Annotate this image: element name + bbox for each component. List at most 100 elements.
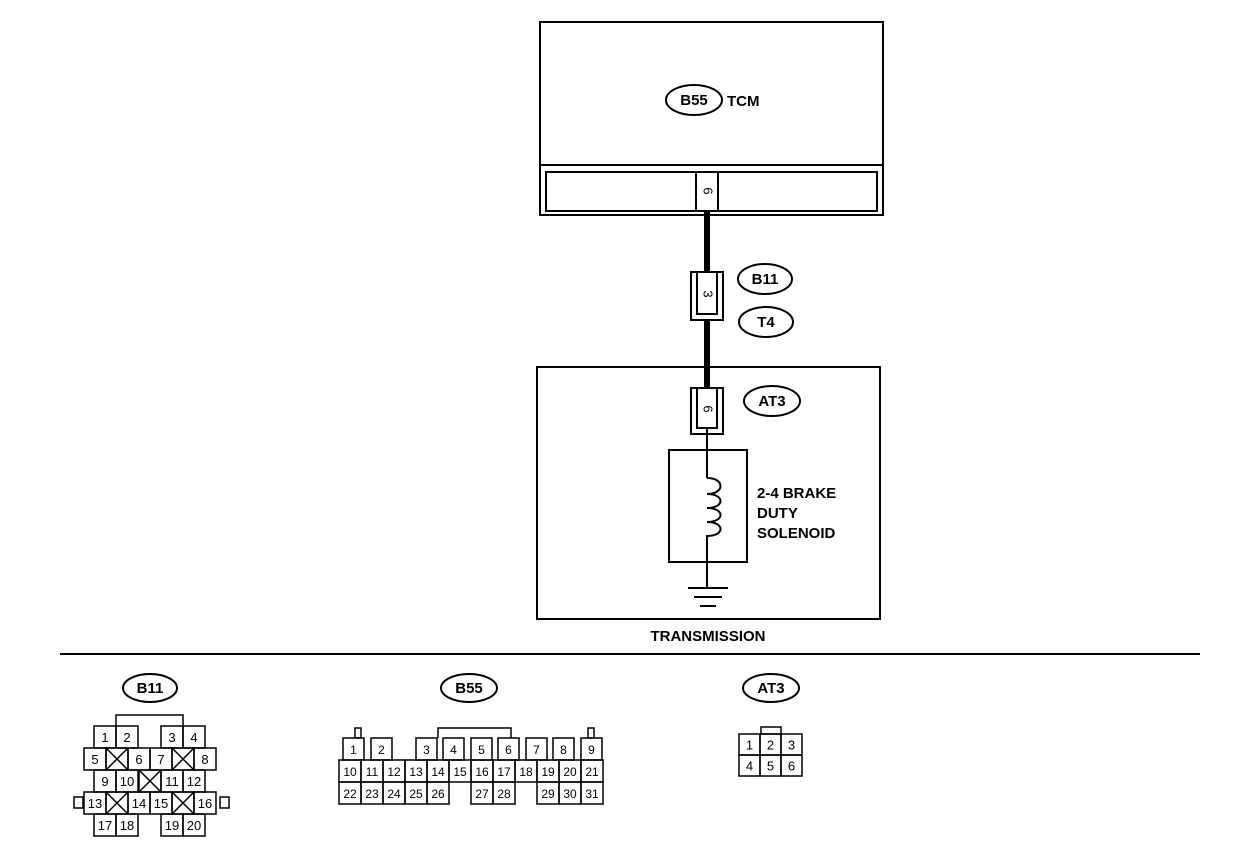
b55-pin-18: 18 — [519, 765, 533, 779]
b55-pin-23: 23 — [365, 787, 379, 801]
transmission-label: TRANSMISSION — [650, 628, 765, 645]
b11-pin-1: 1 — [101, 730, 108, 745]
b11-cell — [115, 813, 139, 837]
b11-blank-pin-icon — [171, 747, 195, 771]
b55-pin-19: 19 — [541, 765, 555, 779]
solenoid-label-2: DUTY — [757, 505, 798, 522]
b11-face-badge — [122, 673, 178, 703]
b11-pin-20: 20 — [187, 818, 201, 833]
tcm-badge-label: B55 — [680, 92, 708, 109]
b11-pin-3: 3 — [168, 730, 175, 745]
connector-b11-t4: 3 B11 T4 — [690, 263, 794, 338]
solenoid-label-1: 2-4 BRAKE — [757, 485, 836, 502]
b55-pin-7: 7 — [533, 743, 540, 757]
b55-pin-26: 26 — [431, 787, 445, 801]
b55-pin-4: 4 — [450, 743, 457, 757]
tcm-module: 6 B55 TCM — [539, 21, 884, 216]
b55-pin-9: 9 — [588, 743, 595, 757]
b55-pin-15: 15 — [453, 765, 467, 779]
b11-pin-4: 4 — [190, 730, 197, 745]
at3-badge-label: AT3 — [758, 393, 785, 410]
b11-blank-pin-icon — [105, 791, 129, 815]
b11-badge — [737, 263, 793, 295]
b55-pin-2: 2 — [378, 743, 385, 757]
at3-pin-1: 1 — [746, 738, 753, 753]
b55-pin-16: 16 — [475, 765, 489, 779]
tcm-pin-label: 6 — [701, 187, 716, 194]
tcm-label: TCM — [727, 93, 760, 110]
at3-pin-2: 2 — [767, 738, 774, 753]
b55-pin-13: 13 — [409, 765, 423, 779]
b11-pin-6: 6 — [135, 752, 142, 767]
b55-pin-12: 12 — [387, 765, 401, 779]
b55-pin-5: 5 — [478, 743, 485, 757]
b11-pin-19: 19 — [165, 818, 179, 833]
b55-pin-25: 25 — [409, 787, 423, 801]
b55-cell — [426, 781, 450, 805]
b55-pin-24: 24 — [387, 787, 401, 801]
b55-pin-1: 1 — [350, 743, 357, 757]
b55-pin-17: 17 — [497, 765, 511, 779]
b11-pin-8: 8 — [201, 752, 208, 767]
b11-pin-10: 10 — [120, 774, 134, 789]
b11-cell — [182, 813, 206, 837]
connector-at3: 6 AT3 — [690, 385, 801, 435]
b55-cell — [492, 781, 516, 805]
b55-pin-29: 29 — [541, 787, 555, 801]
b55-face-badge — [440, 673, 498, 703]
at3-face-badge — [742, 673, 800, 703]
at3-pin-3: 3 — [788, 738, 795, 753]
b11-blank-pin-icon — [105, 747, 129, 771]
b11-pin-15: 15 — [154, 796, 168, 811]
at3-pin-label: 6 — [701, 405, 716, 412]
b55-pin-27: 27 — [475, 787, 489, 801]
b55-face-badge-label: B55 — [455, 680, 483, 697]
b11-pin-17: 17 — [98, 818, 112, 833]
solenoid-label-3: SOLENOID — [757, 525, 836, 542]
b11-pin-2: 2 — [123, 730, 130, 745]
b11-pin-12: 12 — [187, 774, 201, 789]
b11-pin-14: 14 — [132, 796, 146, 811]
b55-pin-21: 21 — [585, 765, 599, 779]
b11-badge-label: B11 — [752, 271, 779, 288]
b55-pin-3: 3 — [423, 743, 430, 757]
b55-pin-28: 28 — [497, 787, 511, 801]
at3-pin-4: 4 — [746, 759, 753, 774]
b11-pin-label: 3 — [701, 290, 716, 297]
b55-pin-22: 22 — [343, 787, 357, 801]
b55-pin-10: 10 — [343, 765, 357, 779]
b55-pin-31: 31 — [585, 787, 599, 801]
t4-badge — [738, 306, 794, 338]
b11-blank-pin-icon — [138, 769, 162, 793]
b55-pin-14: 14 — [431, 765, 445, 779]
b11-pin-18: 18 — [120, 818, 134, 833]
at3-badge — [743, 385, 801, 417]
b55-pin-20: 20 — [563, 765, 577, 779]
at3-pin-5: 5 — [767, 759, 774, 774]
t4-badge-label: T4 — [757, 314, 775, 331]
b11-pin-16: 16 — [198, 796, 212, 811]
b55-pin-8: 8 — [560, 743, 567, 757]
at3-cell — [780, 754, 803, 777]
at3-pin-6: 6 — [788, 759, 795, 774]
solenoid: 2-4 BRAKE DUTY SOLENOID — [668, 428, 836, 607]
b11-pin-7: 7 — [157, 752, 164, 767]
b55-pin-30: 30 — [563, 787, 577, 801]
b55-pin-6: 6 — [505, 743, 512, 757]
b11-pin-9: 9 — [101, 774, 108, 789]
tcm-badge — [665, 84, 723, 116]
b11-face-badge-label: B11 — [137, 680, 164, 697]
at3-face-badge-label: AT3 — [757, 680, 784, 697]
ground-icon — [688, 587, 728, 607]
transmission-box: TRANSMISSION — [536, 366, 881, 645]
b55-pin-11: 11 — [366, 765, 379, 779]
b11-pin-11: 11 — [165, 774, 179, 789]
b11-blank-pin-icon — [171, 791, 195, 815]
b55-cell — [580, 781, 604, 805]
b11-pin-13: 13 — [88, 796, 102, 811]
coil-icon — [706, 450, 722, 562]
